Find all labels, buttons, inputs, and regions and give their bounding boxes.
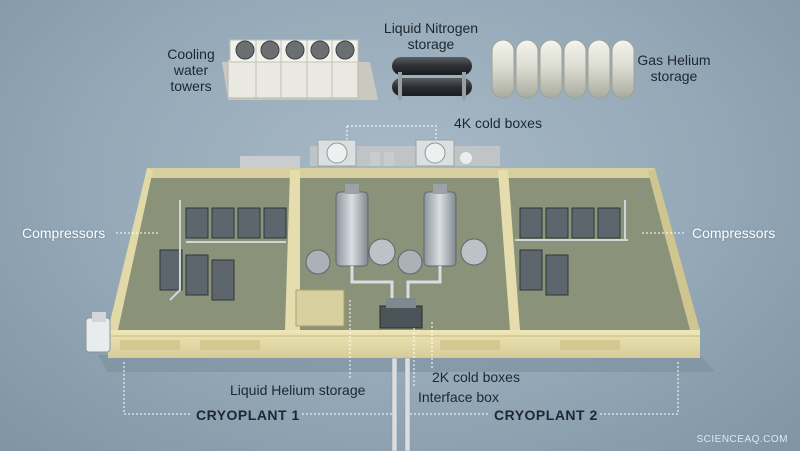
label-2k-cold-boxes: 2K cold boxes xyxy=(432,369,520,385)
label-compressors-left: Compressors xyxy=(22,225,106,241)
cooling-water-towers xyxy=(222,39,378,100)
leader-lines xyxy=(116,125,684,415)
compressors-right-machines xyxy=(519,207,621,296)
liquid-helium-tank xyxy=(295,289,345,327)
label-interface-box: Interface box xyxy=(418,389,499,405)
liquid-nitrogen-tanks xyxy=(392,57,472,100)
label-cryoplant-2: CRYOPLANT 2 xyxy=(494,407,598,423)
transfer-lines xyxy=(391,357,411,451)
label-liquid-helium: Liquid Helium storage xyxy=(230,382,366,398)
gas-helium-tanks xyxy=(491,39,635,99)
watermark: SCIENCEAQ.COM xyxy=(696,434,788,445)
cold-box-piping xyxy=(350,266,442,308)
truck xyxy=(85,312,111,353)
label-liquid-nitrogen: Liquid Nitrogen storage xyxy=(383,20,479,52)
compressors-left-machines xyxy=(159,207,287,301)
cold-boxes-4k-machines xyxy=(305,184,488,275)
label-gas-helium: Gas Helium storage xyxy=(637,52,711,84)
compressors-right-piping xyxy=(515,200,628,241)
label-cryoplant-1: CRYOPLANT 1 xyxy=(196,407,300,423)
label-cooling-water-towers: Cooling water towers xyxy=(167,46,215,94)
interface-box xyxy=(379,298,423,329)
label-compressors-right: Compressors xyxy=(692,225,776,241)
label-4k-cold-boxes: 4K cold boxes xyxy=(454,115,542,131)
rooftop-equipment xyxy=(240,139,500,168)
compressors-left-piping xyxy=(169,200,286,301)
